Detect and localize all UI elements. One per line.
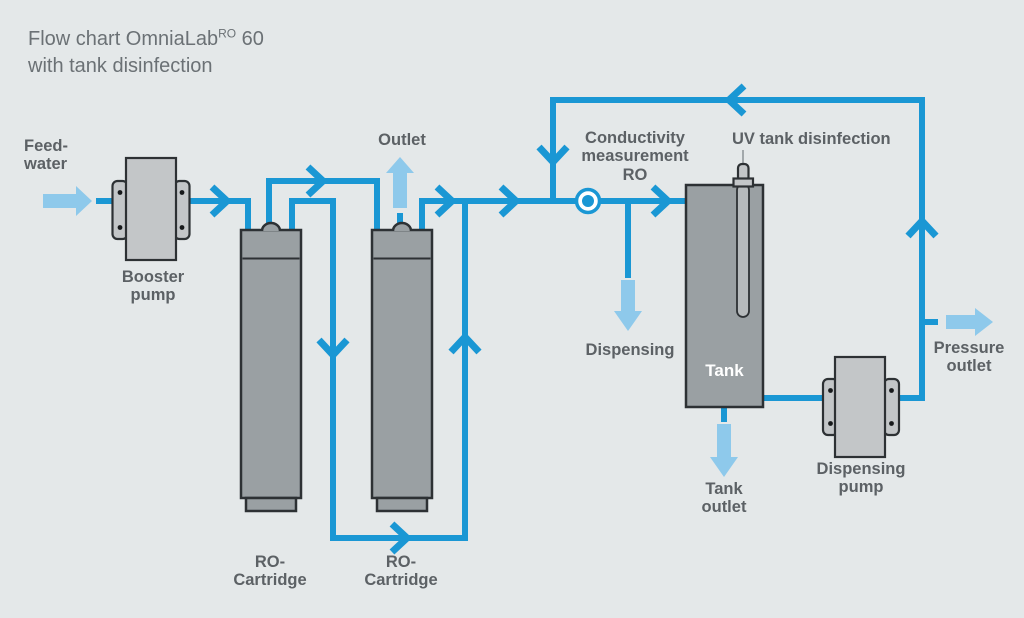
label-ro-cartridge-1: RO-Cartridge [233,553,307,590]
cartridge-foot [375,496,429,513]
label-outlet: Outlet [378,131,426,149]
label-conductivity-measurement: Conductivity measurement RO [581,129,689,184]
cartridge-dome [391,221,413,232]
label-feed-water: Feed-water [24,137,69,174]
uv-collar [732,177,755,188]
flow-arrow-left-icon [723,83,747,117]
sensor-dot [582,195,594,207]
flow-arrow-up-icon [905,215,939,239]
label-dispensing: Dispensing [585,341,675,359]
storage-tank [684,183,765,409]
flow-arrow-right-icon [650,184,674,218]
flow-arrow-right-icon [209,184,233,218]
tank-body [684,183,765,409]
feed-water-arrow-icon [43,186,92,216]
cartridge-dome [260,221,282,232]
pipe-main-to-tank [419,198,688,232]
pump-body [124,156,178,262]
pump-flange-right [882,377,901,437]
flow-arrow-right-icon [434,184,458,218]
tank-outlet-arrow-icon [710,424,738,477]
diagram-title: Flow chart OmniaLabRO 60 with tank disin… [28,26,264,77]
label-tank: Tank [705,361,744,380]
flow-arrow-up-icon [448,331,482,355]
cartridge-body [239,228,303,500]
flow-arrow-right-icon [498,184,522,218]
dispensing-arrow-icon [614,280,642,331]
label-ro-cartridge-2: RO-Cartridge [364,553,438,590]
dispensing-pump [821,355,901,459]
uv-lamp [732,150,755,318]
outlet-arrow-icon [386,157,414,208]
pump-body [833,355,887,459]
pressure-outlet-arrow-icon [946,308,993,336]
ro-cartridge-2 [370,221,434,513]
cartridge-foot [244,496,298,513]
label-uv-tank-disinfection: UV tank disinfection [732,130,891,148]
flow-arrow-down-icon [536,144,570,168]
pipe-cartridge-loop [289,198,468,541]
uv-tube [736,183,750,318]
conductivity-sensor [574,187,602,215]
ro-cartridge-1 [239,221,303,513]
flow-arrow-right-icon [305,164,329,198]
cartridge-body [370,228,434,500]
flow-arrow-right-icon [389,521,413,555]
title-superscript: RO [218,26,237,41]
pipe-cartridge1-to-cartridge2 [266,178,380,232]
booster-pump [111,156,191,262]
flow-arrow-down-icon [316,337,350,361]
